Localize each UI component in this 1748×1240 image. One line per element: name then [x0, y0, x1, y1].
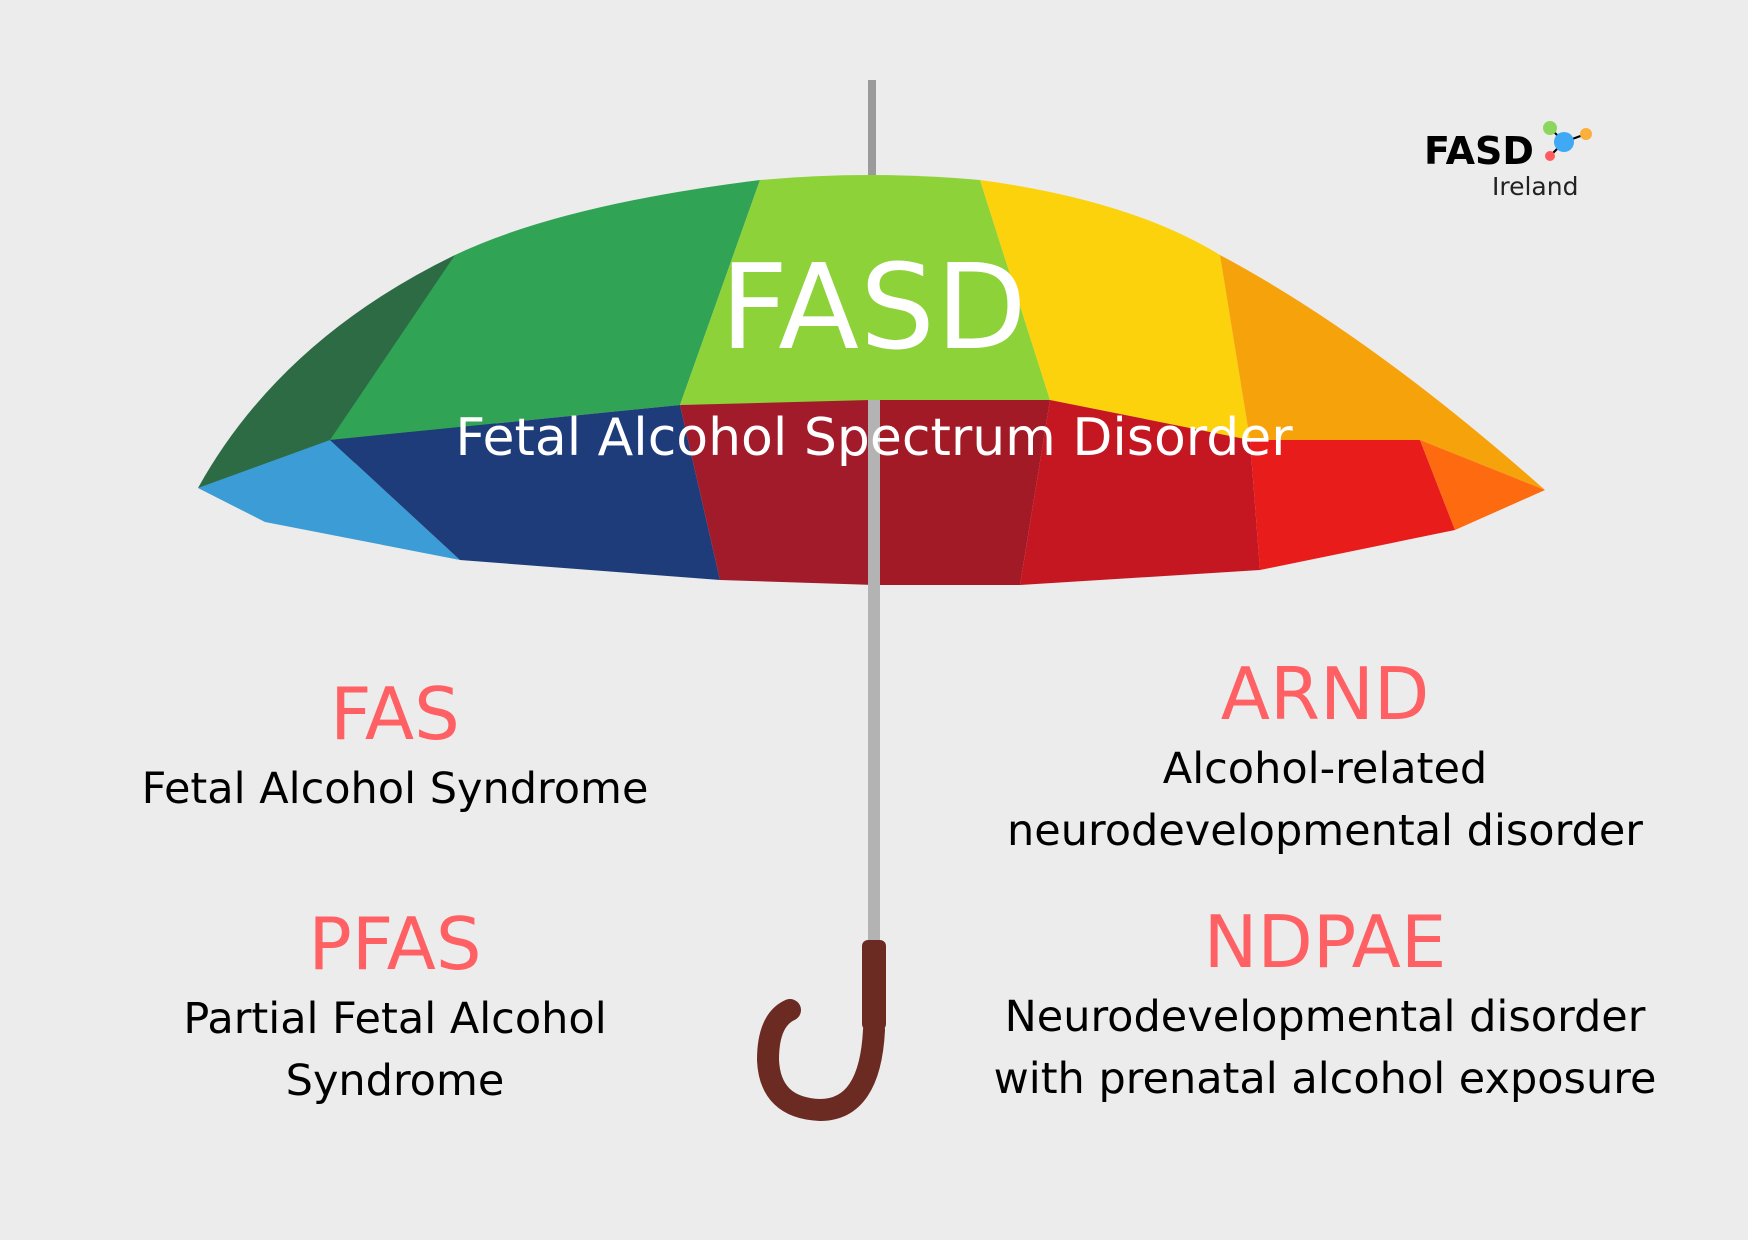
fasd-ireland-logo: FASD Ireland — [1424, 121, 1592, 201]
condition-abbr: ARND — [1220, 652, 1430, 736]
logo-main-text: FASD — [1424, 129, 1534, 173]
logo-sub-text: Ireland — [1492, 172, 1579, 201]
condition-pfas: PFAS Partial Fetal Alcohol Syndrome — [90, 908, 700, 1112]
condition-desc: Fetal Alcohol Syndrome — [141, 764, 649, 814]
condition-fas: FAS Fetal Alcohol Syndrome — [90, 678, 700, 820]
condition-desc-line2: with prenatal alcohol exposure — [993, 1054, 1657, 1104]
condition-abbr: NDPAE — [1203, 900, 1447, 984]
molecule-icon — [1543, 121, 1592, 161]
condition-abbr: FAS — [330, 672, 460, 756]
umbrella-tip — [868, 80, 876, 180]
condition-desc-line1: Neurodevelopmental disorder — [1004, 992, 1646, 1042]
page-subtitle: Fetal Alcohol Spectrum Disorder — [455, 408, 1293, 468]
condition-abbr: PFAS — [308, 902, 482, 986]
condition-arnd: ARND Alcohol-related neurodevelopmental … — [960, 658, 1690, 862]
condition-desc-line1: Alcohol-related — [1162, 744, 1488, 794]
umbrella-handle — [862, 940, 886, 1030]
page-title: FASD — [720, 238, 1028, 376]
condition-desc-line2: Syndrome — [285, 1056, 505, 1106]
condition-ndpae: NDPAE Neurodevelopmental disorder with p… — [960, 906, 1690, 1110]
umbrella-shaft — [868, 400, 880, 945]
condition-desc-line1: Partial Fetal Alcohol — [183, 994, 607, 1044]
condition-desc-line2: neurodevelopmental disorder — [1007, 806, 1643, 856]
